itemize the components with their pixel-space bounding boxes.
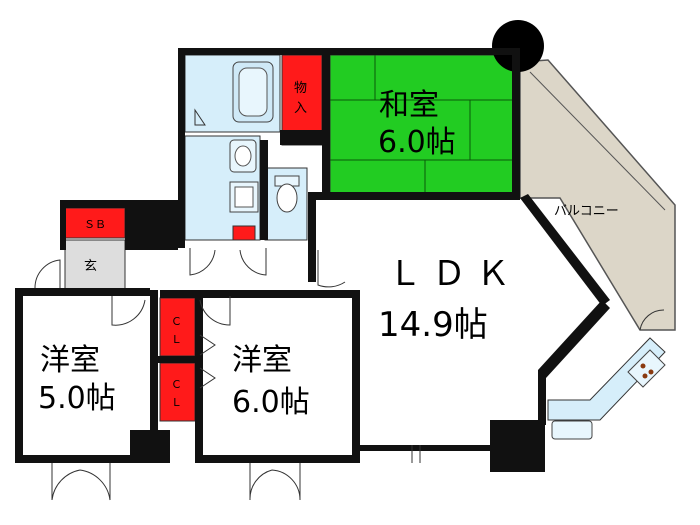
washitsu-size: 6.0帖 — [378, 125, 456, 160]
burner — [642, 373, 648, 379]
sink-bowl — [234, 145, 252, 167]
youshitsu2-size: 6.0帖 — [232, 385, 310, 420]
entrance-label: 玄 — [84, 259, 97, 274]
washitsu-floor — [329, 54, 516, 199]
entrance-floor — [64, 239, 126, 291]
balcony-label: バルコニー — [554, 204, 619, 219]
stove — [627, 349, 666, 388]
closet-2 — [159, 362, 196, 422]
closet2-label-a: Ｃ — [171, 378, 182, 391]
kitchen-sink — [551, 420, 593, 440]
ldk-name: ＬＤＫ — [388, 254, 520, 294]
utility-storage — [232, 225, 256, 241]
burner — [648, 369, 654, 375]
closet1-label-b: Ｌ — [171, 333, 182, 346]
washing-machine-inner — [234, 186, 254, 208]
youshitsu2-name: 洋室 — [232, 343, 292, 378]
storage-label-1: 物 — [294, 81, 307, 96]
balcony-rail — [529, 71, 666, 211]
ldk-size: 14.9帖 — [378, 305, 488, 345]
walls — [15, 48, 610, 472]
closet-1 — [159, 297, 196, 357]
youshitsu1-name: 洋室 — [40, 343, 100, 378]
shoe-box-label: ＳＢ — [84, 218, 106, 231]
washitsu-name: 和室 — [379, 88, 439, 123]
burner — [640, 363, 646, 369]
toilet-bowl — [276, 183, 298, 213]
structural-column — [492, 20, 544, 72]
bathtub-inner — [238, 67, 268, 117]
closet1-label-a: Ｃ — [171, 315, 182, 328]
doors — [34, 108, 665, 501]
youshitsu1-size: 5.0帖 — [38, 381, 116, 416]
closet2-label-b: Ｌ — [171, 396, 182, 409]
storage-label-2: 入 — [294, 101, 307, 116]
kitchen-counter — [547, 337, 666, 421]
